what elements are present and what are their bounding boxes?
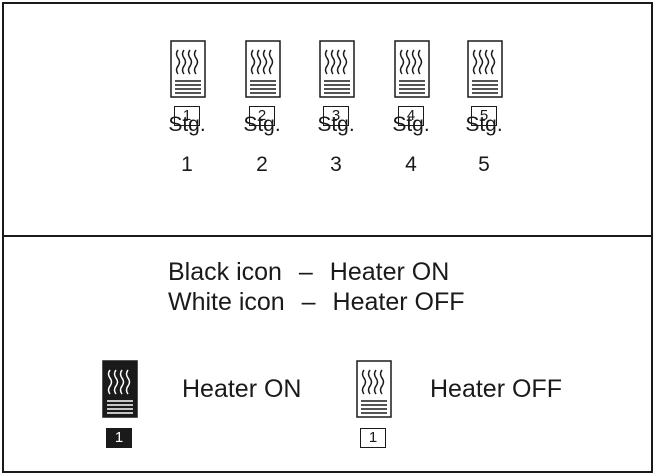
heater-icon (394, 40, 430, 98)
legend-heater-on-text: Heater ON (329, 258, 450, 286)
stage-number-box: 4 (398, 106, 424, 126)
section-divider (4, 235, 651, 237)
heater-on-label: Heater ON (182, 375, 302, 403)
heater-off-label: Heater OFF (430, 375, 562, 403)
stage-label: Stg. (243, 113, 281, 136)
heater-icon (102, 360, 138, 418)
heater-icon (356, 360, 392, 418)
heater-off-example: 1 (352, 360, 396, 450)
legend-white-icon-text: White icon (168, 288, 285, 316)
heater-on-number-box: 1 (106, 428, 132, 448)
legend-dash: – (301, 288, 316, 316)
legend-dash: – (298, 258, 313, 286)
stage-label: Stg. (392, 113, 430, 136)
stage-label: Stg. (465, 113, 503, 136)
heater-icon (170, 40, 206, 98)
stage-number-box: 5 (471, 106, 497, 126)
heater-off-number-box: 1 (360, 428, 386, 448)
stage-number-box: 1 (174, 106, 200, 126)
stage-number: 4 (405, 153, 417, 176)
legend-heater-off-text: Heater OFF (332, 288, 465, 316)
stage-number: 3 (330, 153, 342, 176)
legend-black-icon-text: Black icon (168, 258, 282, 286)
stage-number: 1 (181, 153, 193, 176)
stage-number: 2 (256, 153, 268, 176)
heater-on-example: 1 (98, 360, 142, 450)
stage-number-box: 3 (323, 106, 349, 126)
legend-line-2: White icon – Heater OFF (168, 290, 465, 315)
stage-number: 5 (478, 153, 490, 176)
heater-icon (245, 40, 281, 98)
stage-label: Stg. (317, 113, 355, 136)
stage-number-box: 2 (249, 106, 275, 126)
heater-icon (467, 40, 503, 98)
legend-line-1: Black icon – Heater ON (168, 260, 449, 285)
stage-label: Stg. (168, 113, 206, 136)
heater-icon (319, 40, 355, 98)
